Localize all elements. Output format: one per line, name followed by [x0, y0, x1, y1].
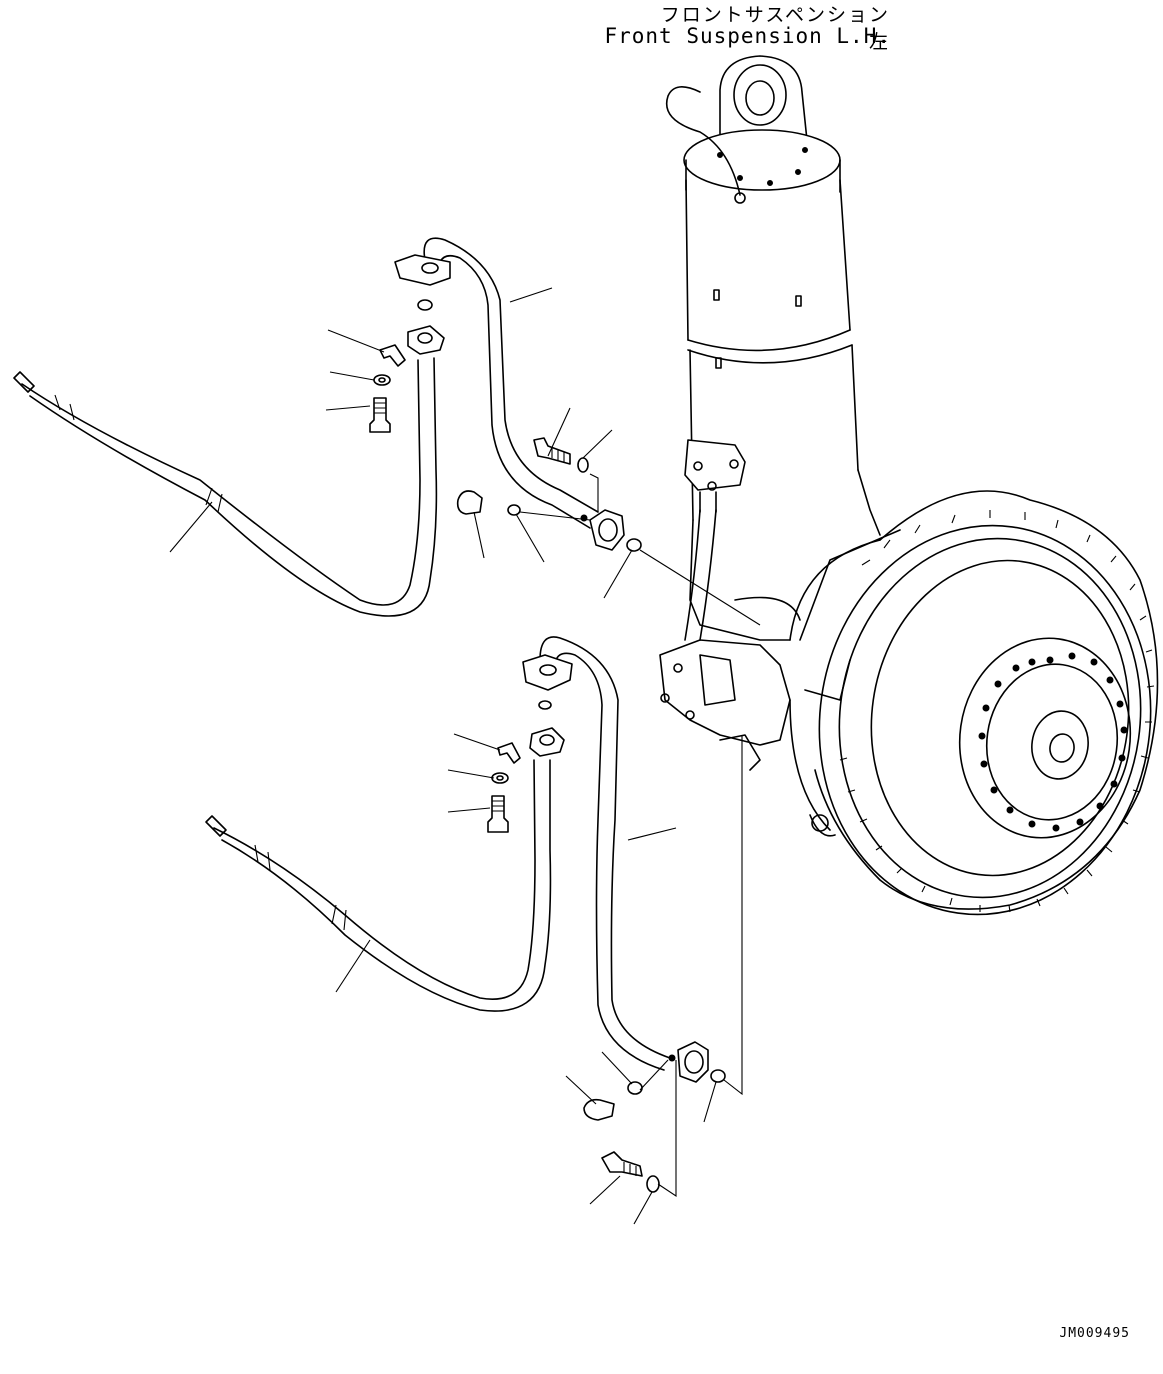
diagram-title-japanese: フロントサスペンション 左: [660, 4, 890, 53]
final-drive-hub: [659, 490, 1159, 916]
upper-hose-assembly: [13, 237, 642, 617]
lower-hose-assembly: [205, 636, 726, 1193]
diagram-title-english: Front Suspension L.H.: [604, 24, 891, 48]
suspension-cylinder: [665, 55, 881, 641]
callout-leaders: [169, 287, 761, 1225]
hub-bolt-circle: [978, 652, 1128, 832]
drawing-code: JM009495: [1059, 1326, 1130, 1341]
